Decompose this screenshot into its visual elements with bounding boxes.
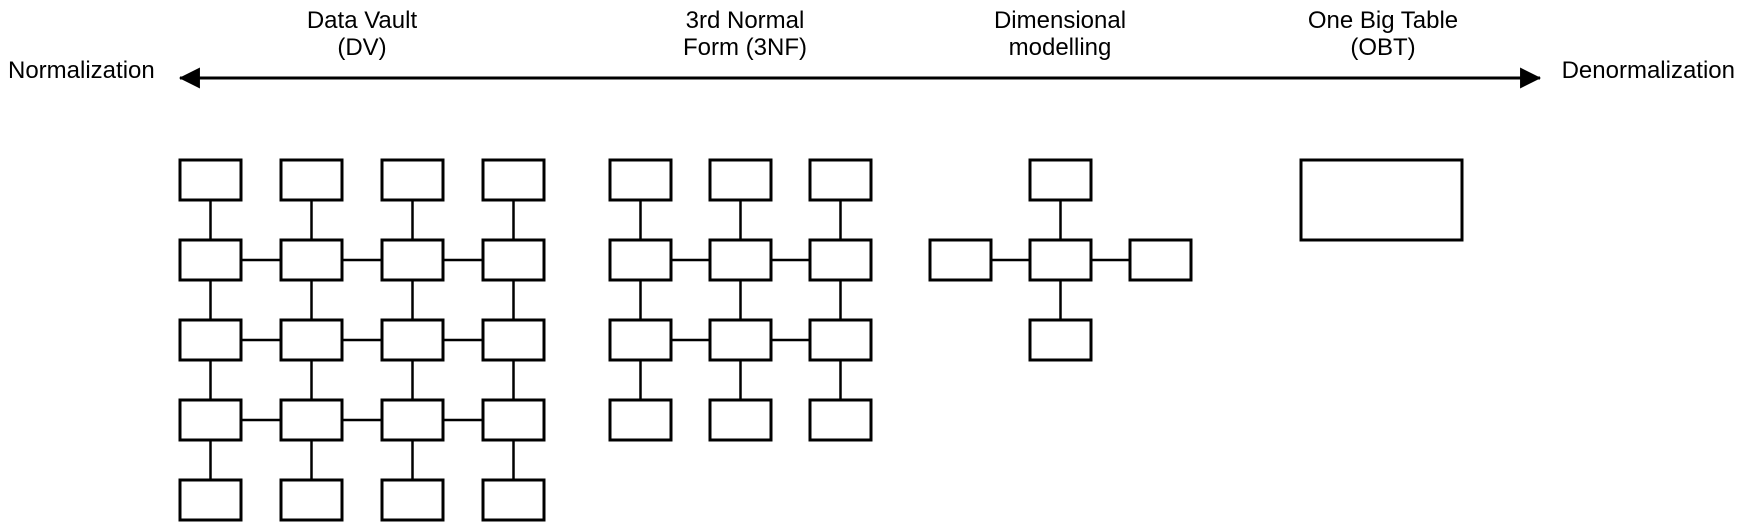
approach-title-data-vault: Data Vault (DV): [307, 7, 418, 61]
table-box: [178, 238, 243, 282]
table-box: [808, 238, 873, 282]
table-box: [380, 398, 445, 442]
approach-title-line: Dimensional: [994, 7, 1126, 34]
table-box: [380, 318, 445, 362]
approach-title-line: Form (3NF): [683, 34, 807, 61]
approach-title-line: 3rd Normal: [686, 7, 805, 34]
approach-title-one-big-table: One Big Table (OBT): [1308, 7, 1458, 61]
approach-title-line: Data Vault: [307, 7, 418, 34]
approach-title-line: One Big Table: [1308, 7, 1458, 34]
table-box: [481, 158, 546, 202]
table-box: [708, 238, 773, 282]
schema-dimensional-modelling: [928, 158, 1193, 362]
table-box: [279, 158, 344, 202]
table-box: [380, 158, 445, 202]
table-box: [279, 238, 344, 282]
table-box: [608, 238, 673, 282]
table-box: [1028, 318, 1093, 362]
schema-third-normal-form: [608, 158, 873, 442]
schema-layer: [178, 158, 1464, 522]
table-box: [608, 398, 673, 442]
table-box: [481, 478, 546, 522]
table-box: [481, 398, 546, 442]
table-box: [178, 398, 243, 442]
table-box: [178, 158, 243, 202]
table-box: [708, 158, 773, 202]
table-box: [481, 238, 546, 282]
approach-title-line: (OBT): [1350, 34, 1415, 61]
table-box: [608, 158, 673, 202]
table-box: [279, 478, 344, 522]
schema-one-big-table: [1299, 158, 1464, 242]
approach-title-line: modelling: [1009, 34, 1112, 61]
approach-title-third-normal-form: 3rd Normal Form (3NF): [683, 7, 807, 61]
normalization-label: Normalization: [8, 57, 155, 84]
approach-title-line: (DV): [337, 34, 386, 61]
table-box: [808, 398, 873, 442]
table-box: [608, 318, 673, 362]
table-box: [1299, 158, 1464, 242]
table-box: [1028, 238, 1093, 282]
denormalization-label: Denormalization: [1562, 57, 1735, 84]
table-box: [708, 318, 773, 362]
table-box: [380, 238, 445, 282]
table-box: [178, 478, 243, 522]
table-box: [808, 158, 873, 202]
table-box: [928, 238, 993, 282]
table-box: [1028, 158, 1093, 202]
schema-data-vault: [178, 158, 546, 522]
table-box: [380, 478, 445, 522]
table-box: [178, 318, 243, 362]
approach-title-dimensional-modelling: Dimensional modelling: [994, 7, 1126, 61]
table-box: [279, 398, 344, 442]
table-box: [708, 398, 773, 442]
table-box: [279, 318, 344, 362]
table-box: [1128, 238, 1193, 282]
table-box: [481, 318, 546, 362]
table-box: [808, 318, 873, 362]
